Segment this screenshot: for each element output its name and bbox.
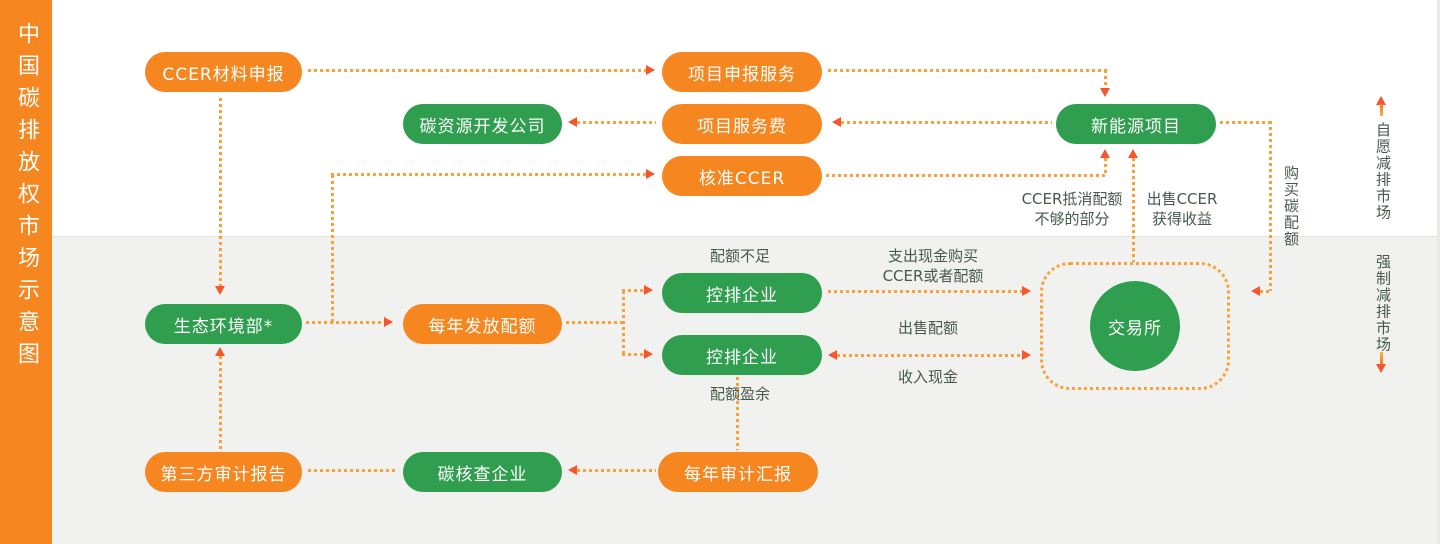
edge-material-to-moee-arrowhead: [215, 286, 225, 295]
edge-newenergy-to-exchange-vline: [1269, 121, 1272, 291]
voluntary-market-up-arrowhead: [1376, 96, 1386, 105]
edge-apply-to-newenergy-arrowhead: [1100, 88, 1110, 97]
edge-quota-to-company2-arrowhead: [644, 349, 653, 359]
edge-audit-to-verify-arrowhead: [568, 465, 577, 475]
node-approve-ccer: 核准CCER: [662, 156, 822, 196]
edge-material-to-apply-arrowhead: [646, 65, 655, 75]
edge-approve-to-newenergy-hline: [826, 174, 1106, 177]
node-exchange: 交易所: [1090, 281, 1180, 371]
edge-quota-to-company1-arrowhead: [644, 285, 653, 295]
edge-newenergy-to-exchange-endline: [1260, 290, 1272, 293]
edge-approve-to-newenergy-arrowhead: [1100, 149, 1110, 158]
node-third-party: 第三方审计报告: [145, 452, 302, 492]
label-pay-cash: 支出现金购买 CCER或者配额: [848, 246, 1018, 286]
node-moee: 生态环境部*: [145, 304, 302, 344]
edge-exchange-to-newenergy-line: [1132, 158, 1135, 262]
edge-apply-to-newenergy-hline: [828, 69, 1107, 72]
edge-newenergy-to-exchange-arrowhead: [1251, 286, 1260, 296]
edge-fee-to-carbondev-line: [577, 121, 656, 124]
edge-quota-to-company2-line: [622, 353, 644, 356]
label-sell-quota: 出售配额: [897, 319, 958, 337]
voluntary-market-up-arrow-stem: [1380, 104, 1383, 116]
exchange-dashed-border: [1040, 262, 1230, 390]
edge-verify-to-thirdparty-line: [308, 469, 398, 472]
node-new-energy: 新能源项目: [1056, 104, 1216, 144]
edge-newenergy-to-fee-arrowhead: [832, 117, 841, 127]
edge-moee-to-approve-hline: [331, 173, 646, 176]
node-carbon-verify: 碳核查企业: [403, 452, 562, 492]
edge-company2-exchange-right-arrowhead: [1022, 350, 1031, 360]
label-buy-quota: 购买碳配额: [1282, 165, 1300, 248]
edge-company1-to-exchange-line: [828, 290, 1022, 293]
label-quota-short: 配额不足: [709, 247, 770, 265]
edge-material-to-apply-line: [308, 69, 646, 72]
sidebar: 中国碳排放权市场示意图: [0, 0, 52, 544]
diagram-title: 中国碳排放权市场示意图: [14, 22, 39, 374]
edge-company2-exchange-left-arrowhead: [828, 350, 837, 360]
node-project-fee: 项目服务费: [662, 104, 822, 144]
edge-moee-to-approve-vline: [331, 175, 334, 323]
node-ccer-material: CCER材料申报: [145, 52, 302, 92]
label-ccer-offset-line2: 不够的部分: [1034, 210, 1110, 228]
edge-moee-to-approve-arrowhead: [646, 169, 655, 179]
edge-newenergy-to-exchange-hline: [1220, 121, 1272, 124]
mandatory-market-down-arrow-stem: [1380, 352, 1383, 364]
node-carbon-dev: 碳资源开发公司: [403, 104, 562, 144]
label-voluntary-market: 自愿减排市场: [1374, 122, 1392, 221]
node-company-short: 控排企业: [662, 273, 822, 313]
label-pay-cash-line1: 支出现金购买: [887, 247, 978, 265]
edge-fee-to-carbondev-arrowhead: [568, 117, 577, 127]
label-ccer-offset-line1: CCER抵消配额: [1021, 190, 1123, 208]
edge-audit-to-verify-line: [577, 469, 656, 472]
right-edge-strip: [1437, 0, 1440, 544]
node-annual-audit: 每年审计汇报: [658, 452, 818, 492]
mandatory-market-down-arrowhead: [1376, 364, 1386, 373]
edge-company2-to-audit-line: [736, 377, 739, 450]
label-sell-ccer: 出售CCER 获得收益: [1112, 189, 1252, 229]
node-annual-quota: 每年发放配额: [403, 304, 562, 344]
edge-company1-to-exchange-arrowhead: [1022, 286, 1031, 296]
label-income-cash: 收入现金: [897, 368, 958, 386]
edge-company2-exchange-line: [837, 354, 1022, 357]
edge-thirdparty-to-moee-arrowhead: [215, 347, 225, 356]
label-sell-ccer-line2: 获得收益: [1151, 210, 1212, 228]
edge-quota-to-company1-line: [622, 289, 644, 292]
label-pay-cash-line2: CCER或者配额: [882, 267, 984, 285]
node-project-apply: 项目申报服务: [662, 52, 822, 92]
edge-apply-to-newenergy-vline: [1104, 70, 1107, 88]
label-quota-surplus: 配额盈余: [709, 385, 770, 403]
label-ccer-offset: CCER抵消配额 不够的部分: [987, 189, 1157, 229]
edge-thirdparty-to-moee-line: [219, 356, 222, 450]
edge-quota-to-companies-vline: [622, 291, 625, 357]
edge-exchange-to-newenergy-arrowhead: [1128, 149, 1138, 158]
edge-moee-to-quota-arrowhead: [384, 317, 393, 327]
label-mandatory-market: 强制减排市场: [1374, 254, 1392, 353]
edge-moee-to-quota-line: [306, 321, 386, 324]
edge-quota-to-companies-hline: [566, 321, 625, 324]
edge-newenergy-to-fee-line: [841, 121, 1052, 124]
edge-approve-to-newenergy-vline: [1104, 158, 1107, 175]
node-company-surplus: 控排企业: [662, 335, 822, 375]
label-sell-ccer-line1: 出售CCER: [1146, 190, 1218, 208]
edge-material-to-moee-line: [219, 98, 222, 286]
